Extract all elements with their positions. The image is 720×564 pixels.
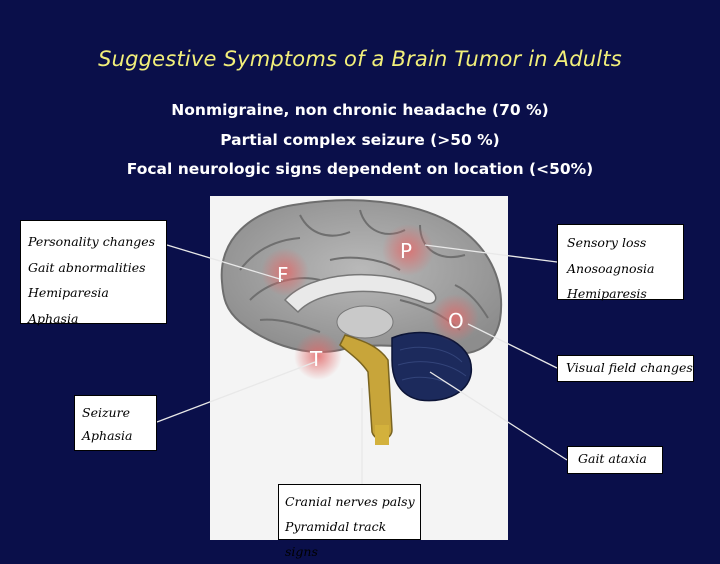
frontal-symptom: Personality changes xyxy=(28,234,156,249)
parietal-symptom: Hemiparesis xyxy=(567,286,647,301)
cerebellum-connector xyxy=(429,371,568,461)
occipital-highlight xyxy=(431,294,479,342)
cerebellum-symptoms-box: Gait ataxia xyxy=(567,446,663,474)
thalamus-shape xyxy=(336,305,394,339)
temporal-letter: T xyxy=(310,347,323,371)
subtitle-focal-signs: Focal neurologic signs dependent on loca… xyxy=(126,160,594,178)
frontal-symptoms-box: Personality changes Gait abnormalities H… xyxy=(20,220,167,326)
parietal-highlight xyxy=(382,224,434,276)
temporal-symptoms-box: Seizure Aphasia xyxy=(74,395,157,451)
temporal-highlight xyxy=(294,332,342,380)
parietal-symptoms-box: Sensory loss Anosoagnosia Hemiparesis xyxy=(557,224,684,301)
connector-lines xyxy=(156,244,568,484)
frontal-letter: F xyxy=(277,263,289,287)
occipital-symptom: Visual field changes xyxy=(566,360,693,375)
subtitle-headache: Nonmigraine, non chronic headache (70 %) xyxy=(171,101,549,119)
subtitle-seizure: Partial complex seizure (>50 %) xyxy=(220,131,500,149)
frontal-symptom: Aphasia xyxy=(28,310,79,326)
cerebellum-symptom: Gait ataxia xyxy=(578,451,647,466)
occipital-connector xyxy=(467,323,558,369)
temporal-symptom: Aphasia xyxy=(82,428,133,443)
brain-diagram xyxy=(156,196,568,540)
cerebellum-shape xyxy=(391,331,473,402)
slide-title: Suggestive Symptoms of a Brain Tumor in … xyxy=(98,47,622,71)
brainstem-symptoms-box: Cranial nerves palsy Pyramidal track sig… xyxy=(278,484,421,559)
frontal-symptom: Hemiparesia xyxy=(28,285,109,300)
occipital-symptoms-box: Visual field changes xyxy=(557,355,694,382)
parietal-symptom: Sensory loss xyxy=(567,235,647,250)
temporal-connector xyxy=(156,361,316,423)
brainstem-symptom: Pyramidal track signs xyxy=(285,519,387,559)
parietal-symptom: Anosoagnosia xyxy=(567,260,655,276)
parietal-letter: P xyxy=(400,239,413,263)
temporal-symptom: Seizure xyxy=(82,405,130,420)
slide: Suggestive Symptoms of a Brain Tumor in … xyxy=(20,47,694,559)
corpus-callosum-shape xyxy=(283,273,437,314)
occipital-letter: O xyxy=(448,309,464,333)
frontal-connector xyxy=(166,244,284,281)
frontal-symptom: Gait abnormalities xyxy=(28,259,146,275)
frontal-highlight xyxy=(261,248,309,296)
parietal-connector xyxy=(424,244,558,263)
spinal-cord-shape xyxy=(375,425,389,445)
brainstem-symptom: Cranial nerves palsy xyxy=(285,494,415,509)
